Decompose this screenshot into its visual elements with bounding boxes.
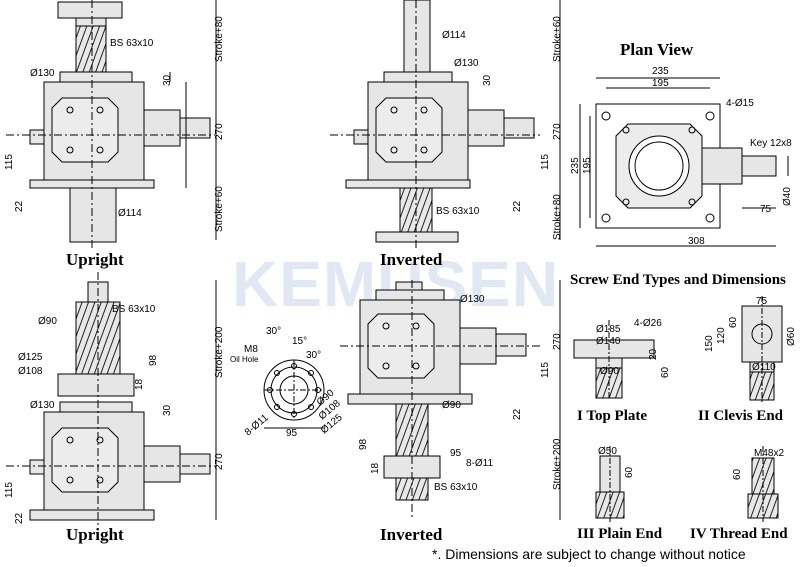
thread-end-view	[747, 446, 779, 522]
dim-pv-308: 308	[688, 236, 705, 247]
dim-li-22: 22	[512, 408, 523, 420]
inverted-top-view	[330, 0, 561, 250]
dim-li-stroke: Stroke+200	[552, 438, 563, 490]
label-upright-bottom: Upright	[66, 525, 124, 544]
dim-pe-d50: Ø50	[598, 446, 617, 457]
dim-li-holes: 8-Ø11	[466, 458, 493, 469]
dim-ul-d114: Ø114	[118, 208, 142, 219]
dim-ui-stroke2: Stroke+80	[552, 194, 563, 240]
dim-li-95: 95	[450, 448, 462, 459]
dim-ui-115: 115	[540, 154, 551, 170]
dim-li-18: 18	[370, 462, 381, 474]
dim-ce-60: 60	[728, 316, 739, 328]
dim-ll-d108: Ø108	[18, 366, 43, 377]
dim-tp-d140: Ø140	[596, 336, 621, 347]
dim-ce-150: 150	[704, 335, 715, 352]
dim-fl-15: 15°	[292, 336, 307, 347]
dim-pv-235: 235	[652, 66, 669, 77]
dim-ce-d110: Ø110	[752, 362, 776, 373]
label-plain-end: III Plain End	[577, 526, 663, 542]
dim-ll-d125: Ø125	[18, 352, 43, 363]
dim-li-d130: Ø130	[460, 294, 485, 305]
label-upright-top: Upright	[66, 250, 124, 269]
dim-ll-18: 18	[134, 378, 145, 390]
dim-ui-bs: BS 63x10	[436, 206, 480, 217]
flange-view	[263, 359, 325, 429]
dim-fl-30b: 30°	[306, 350, 321, 361]
dimension-labels: BS 63x10 Ø130 30 Stroke+80 270 115 22 Ø1…	[4, 16, 797, 524]
dim-ll-270: 270	[214, 453, 225, 470]
dim-pv-75: 75	[760, 204, 772, 215]
dim-ul-115: 115	[4, 154, 15, 170]
dim-ll-stroke: Stroke+200	[214, 326, 225, 378]
dim-ui-270: 270	[552, 123, 563, 140]
dim-ce-d60: Ø60	[786, 327, 797, 346]
disclaimer-note: *. Dimensions are subject to change with…	[432, 546, 746, 562]
dim-li-98: 98	[358, 438, 369, 450]
inverted-bottom-view	[340, 280, 561, 520]
dim-ul-d130: Ø130	[30, 68, 55, 79]
dim-ll-115: 115	[4, 482, 15, 498]
label-thread-end: IV Thread End	[690, 526, 788, 542]
dim-pv-195: 195	[652, 78, 669, 89]
dim-ul-stroke: Stroke+80	[214, 16, 225, 62]
dim-ce-120: 120	[716, 327, 727, 344]
label-inverted-bottom: Inverted	[380, 525, 443, 544]
label-top-plate: I Top Plate	[577, 408, 648, 424]
dim-fl-oil: Oil Hole	[230, 355, 259, 364]
dim-ui-d114: Ø114	[442, 30, 466, 41]
dim-ui-30: 30	[482, 74, 493, 86]
dim-ll-22: 22	[14, 512, 25, 524]
dim-ul-stroke2: Stroke+60	[214, 186, 225, 232]
dim-pv-key: Key 12x8	[750, 138, 792, 149]
dim-pv-d40: Ø40	[782, 187, 793, 206]
dim-li-270: 270	[552, 333, 563, 350]
dim-pv-235v: 235	[570, 157, 581, 174]
label-clevis-end: II Clevis End	[698, 408, 784, 424]
dim-tp-d185: Ø185	[596, 324, 621, 335]
dim-te-60: 60	[732, 468, 743, 480]
dim-ui-22: 22	[512, 200, 523, 212]
dim-te-m48: M48x2	[754, 448, 784, 459]
dim-li-115: 115	[540, 362, 551, 378]
top-plate-view	[573, 320, 655, 400]
plan-view	[579, 77, 789, 247]
dim-ll-30: 30	[162, 404, 173, 416]
dim-pv-195v: 195	[582, 157, 593, 174]
dim-ul-30: 30	[162, 74, 173, 86]
dim-ul-270: 270	[214, 123, 225, 140]
plain-end-view	[595, 446, 625, 522]
dim-pe-60: 60	[624, 466, 635, 478]
dim-fl-m8: M8	[244, 344, 258, 355]
dim-pv-hole: 4-Ø15	[726, 98, 754, 109]
dim-ll-d90: Ø90	[38, 316, 57, 327]
dim-ll-d130: Ø130	[30, 400, 55, 411]
dim-ul-22: 22	[14, 200, 25, 212]
dim-tp-holes: 4-Ø26	[634, 318, 662, 329]
dim-ll-bs: BS 63x10	[112, 304, 156, 315]
dim-ul-bs: BS 63x10	[110, 38, 154, 49]
upright-top-view	[6, 0, 217, 250]
label-plan-view: Plan View	[620, 40, 694, 59]
dim-ce-75: 75	[756, 296, 768, 307]
dim-fl-holes: 8-Ø11	[243, 412, 271, 438]
dim-ui-d130: Ø130	[454, 58, 479, 69]
label-screw-end-title: Screw End Types and Dimensions	[570, 272, 786, 288]
dim-li-d90: Ø90	[442, 400, 461, 411]
dim-tp-d90: Ø90	[600, 366, 619, 377]
dim-ui-stroke: Stroke+60	[552, 16, 563, 62]
dim-tp-20: 20	[648, 348, 659, 360]
clevis-end-view	[741, 296, 783, 404]
dim-tp-60: 60	[660, 366, 671, 378]
dim-fl-95: 95	[286, 428, 298, 439]
dim-ll-98: 98	[148, 354, 159, 366]
dim-li-bs: BS 63x10	[434, 482, 478, 493]
label-inverted-top: Inverted	[380, 250, 443, 269]
dim-fl-30a: 30°	[266, 326, 281, 337]
upright-bottom-view	[6, 272, 217, 530]
